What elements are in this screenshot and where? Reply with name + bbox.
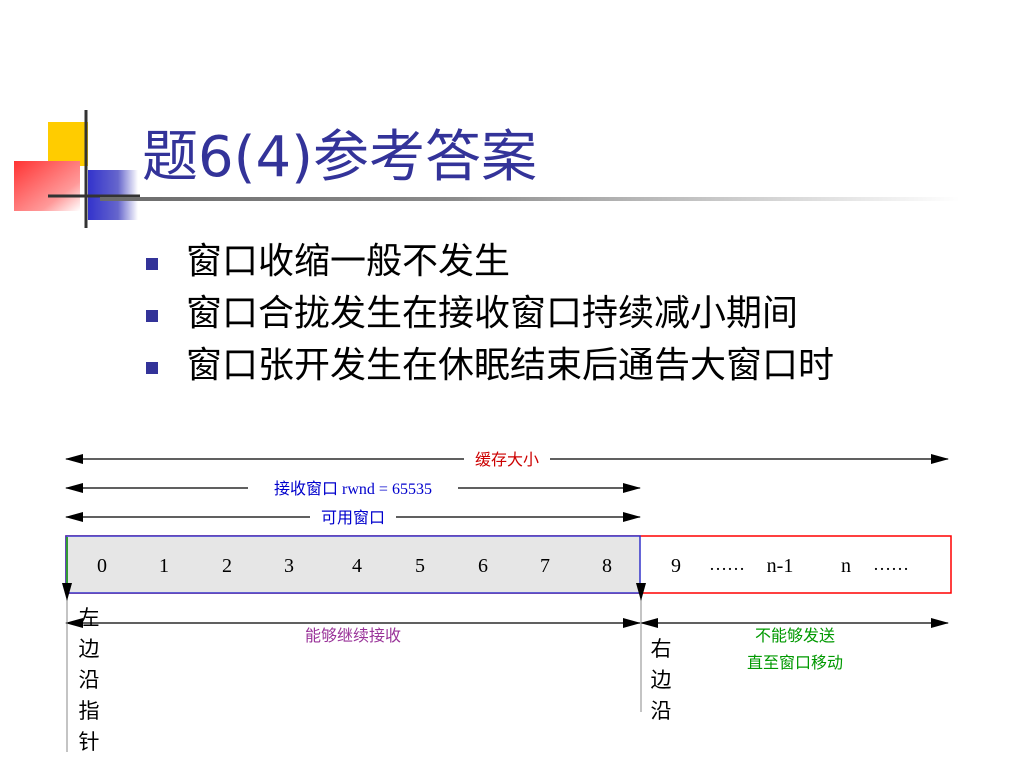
window-cell: 0 <box>97 555 107 577</box>
rwnd-label-bg <box>248 478 458 498</box>
usable-label-bg <box>310 507 396 527</box>
window-cell: 8 <box>602 555 612 577</box>
left-edge-label: 左 边 沿 指 针 <box>77 603 101 758</box>
window-cell: 2 <box>222 555 232 577</box>
can-receive-label: 能够继续接收 <box>305 627 401 645</box>
beyond-cell: n <box>841 555 851 577</box>
logo-graphic <box>14 110 140 228</box>
title-divider <box>100 197 960 201</box>
window-cell: 6 <box>478 555 488 577</box>
cannot-send-label-line2: 直至窗口移动 <box>747 654 843 672</box>
left-edge-char: 左 <box>78 606 100 630</box>
bullet-item: 窗口合拢发生在接收窗口持续减小期间 <box>140 288 860 340</box>
bullet-item: 窗口张开发生在休眠结束后通告大窗口时 <box>140 340 856 392</box>
receive-window-box <box>65 535 641 594</box>
buffer-label-bg <box>464 449 550 469</box>
window-cell: 7 <box>540 555 550 577</box>
rwnd-label: 接收窗口 rwnd = 65535 <box>274 480 432 498</box>
window-cell: 1 <box>159 555 169 577</box>
buffer-size-label: 缓存大小 <box>475 451 539 469</box>
right-edge-char: 右 <box>650 637 672 661</box>
usable-window-label: 可用窗口 <box>321 509 385 527</box>
beyond-cell: …… <box>709 554 745 574</box>
page-title: 题6(4)参考答案 <box>142 125 537 190</box>
beyond-cell: …… <box>873 554 909 574</box>
window-cell: 5 <box>415 555 425 577</box>
left-edge-char: 针 <box>78 730 100 754</box>
window-cell: 4 <box>352 555 362 577</box>
left-edge-char: 指 <box>78 699 100 723</box>
cannot-send-label-line1: 不能够发送 <box>755 627 835 645</box>
bullet-item: 窗口收缩一般不发生 <box>140 236 860 288</box>
left-edge-char: 边 <box>78 637 100 661</box>
beyond-cell: n-1 <box>767 555 794 577</box>
bullet-list: 窗口收缩一般不发生 窗口合拢发生在接收窗口持续减小期间 窗口张开发生在休眠结束后… <box>140 236 860 392</box>
window-cell: 3 <box>284 555 294 577</box>
beyond-cell: 9 <box>671 555 681 577</box>
right-edge-label: 右 边 沿 <box>649 634 673 727</box>
right-edge-char: 边 <box>650 668 672 692</box>
slide-logo <box>0 100 150 230</box>
left-edge-char: 沿 <box>78 668 100 692</box>
right-edge-char: 沿 <box>650 699 672 723</box>
